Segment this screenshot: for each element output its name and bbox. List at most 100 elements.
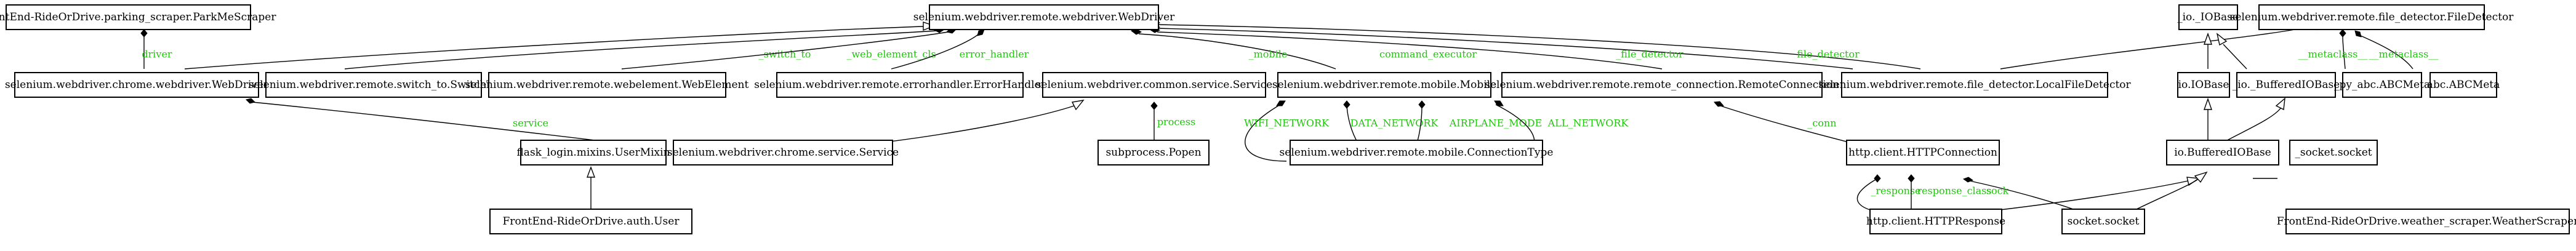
class-node-socket-socket[interactable]: socket.socket [2061, 209, 2145, 234]
edge-local-file-detector-inherits [2000, 25, 2315, 70]
class-name: selenium.webdriver.common.service.Servic… [1036, 79, 1272, 91]
edge-file-detector [1157, 24, 1921, 70]
composition-diamond [1908, 174, 1915, 183]
class-name: io.IOBase [2178, 79, 2229, 91]
inheritance-triangle [2204, 97, 2212, 110]
edge-label-airplane-mode: AIRPLANE_MODE [1449, 118, 1543, 129]
edge-label-metaclass-2: __metaclass__ [2369, 49, 2439, 60]
class-name: selenium.webdriver.remote.mobile.Connect… [1280, 146, 1554, 159]
inheritance-triangle [586, 166, 596, 178]
class-node-usermixin[interactable]: flask_login.mixins.UserMixin [516, 140, 670, 165]
class-name: io.BufferedIOBase [2174, 146, 2271, 159]
edges: driver _switch_to _web_element_cls error… [140, 18, 2439, 215]
class-name: selenium.webdriver.remote.webelement.Web… [465, 79, 749, 91]
class-node-parkme-scraper[interactable]: FrontEnd-RideOrDrive.parking_scraper.Par… [0, 4, 276, 30]
composition-diamond [1343, 100, 1350, 109]
inheritance-triangle [2216, 33, 2228, 46]
edge-label-sock: sock [1986, 185, 2009, 197]
class-node-errorhandler[interactable]: selenium.webdriver.remote.errorhandler.E… [754, 72, 1046, 98]
class-name: selenium.webdriver.remote.remote_connect… [1485, 79, 1839, 91]
class-name: selenium.webdriver.remote.switch_to.Swit… [248, 79, 499, 91]
edge-label-response-class: response_class [1917, 185, 1991, 197]
class-node-local-file-detector[interactable]: selenium.webdriver.remote.file_detector.… [1818, 72, 2132, 98]
edge-label-file-detector: file_detector [1797, 49, 1860, 60]
edge-chrome-webdriver-inherits-webdriver [184, 26, 924, 70]
class-node-popen[interactable]: subprocess.Popen [1097, 140, 1210, 165]
edge-switch-to [344, 30, 937, 70]
class-name: http.client.HTTPConnection [1848, 146, 1997, 159]
class-node-mobile[interactable]: selenium.webdriver.remote.mobile.Mobile [1272, 72, 1496, 98]
edge-bufferediobase-private-inherits [2223, 44, 2247, 70]
class-name: http.client.HTTPResponse [1866, 215, 2005, 228]
class-name: flask_login.mixins.UserMixin [516, 146, 670, 159]
class-node-bufferediobase-private[interactable]: _io._BufferedIOBase [2233, 72, 2340, 98]
class-name: selenium.webdriver.remote.errorhandler.E… [754, 79, 1046, 91]
edge-label-mobile: _mobile [1249, 49, 1288, 60]
class-node-io-iobase[interactable]: io.IOBase [2177, 72, 2230, 98]
edge-error-handler [891, 33, 979, 70]
edge-metaclass-1 [2342, 36, 2346, 70]
class-node-connectiontype[interactable]: selenium.webdriver.remote.mobile.Connect… [1280, 140, 1554, 165]
composition-diamond [1714, 101, 1724, 107]
edge-label-file-detector-private: _file_detector [1616, 49, 1683, 60]
composition-diamond [1874, 174, 1881, 183]
class-node-weather-scraper[interactable]: FrontEnd-RideOrDrive.weather_scraper.Wea… [2277, 209, 2576, 234]
edge-label-process: process [1157, 116, 1195, 128]
composition-diamond [1150, 102, 1158, 110]
class-name: selenium.webdriver.chrome.service.Servic… [667, 146, 899, 159]
edge-label-data-network: DATA_NETWORK [1350, 118, 1439, 129]
class-node-chrome-webdriver[interactable]: selenium.webdriver.chrome.webdriver.WebD… [5, 72, 269, 98]
edge-conn [1720, 105, 1866, 147]
class-name: FrontEnd-RideOrDrive.weather_scraper.Wea… [2277, 215, 2576, 228]
class-name: FrontEnd-RideOrDrive.parking_scraper.Par… [0, 11, 276, 23]
class-node-io-bufferediobase[interactable]: io.BufferedIOBase [2166, 140, 2279, 165]
class-name: selenium.webdriver.remote.webdriver.WebD… [913, 11, 1175, 23]
class-name: subprocess.Popen [1105, 146, 1201, 159]
class-node-iobase-private[interactable]: _io._IOBase [2177, 4, 2239, 30]
edge-label-command-executor: command_executor [1379, 49, 1477, 60]
class-node-auth-user[interactable]: FrontEnd-RideOrDrive.auth.User [489, 209, 692, 234]
class-name: selenium.webdriver.remote.file_detector.… [2230, 11, 2514, 23]
class-name: _io._IOBase [2177, 11, 2239, 23]
edge-label-response: _response [1871, 185, 1920, 197]
class-node-py-abc-abcmeta[interactable]: _py_abc.ABCMeta [2334, 72, 2430, 98]
edge-label-metaclass-1: __metaclass__ [2298, 49, 2368, 60]
class-name: FrontEnd-RideOrDrive.auth.User [503, 215, 680, 228]
class-node-webdriver[interactable]: selenium.webdriver.remote.webdriver.WebD… [913, 4, 1175, 30]
class-node-socket-private[interactable]: _socket.socket [2289, 140, 2378, 165]
composition-diamond [1276, 100, 1286, 106]
class-node-httpresponse[interactable]: http.client.HTTPResponse [1866, 209, 2005, 234]
class-name: selenium.webdriver.chrome.webdriver.WebD… [5, 79, 269, 91]
class-node-common-service[interactable]: selenium.webdriver.common.service.Servic… [1036, 72, 1272, 98]
composition-diamond [140, 29, 148, 38]
class-name: _py_abc.ABCMeta [2334, 79, 2430, 91]
class-node-abc-abcmeta[interactable]: abc.ABCMeta [2427, 72, 2500, 98]
class-node-httpconnection[interactable]: http.client.HTTPConnection [1846, 140, 2000, 165]
inheritance-triangle [2204, 32, 2212, 45]
composition-diamond [1962, 177, 1974, 183]
class-name: abc.ABCMeta [2427, 79, 2500, 91]
class-name: socket.socket [2068, 215, 2140, 228]
edge-label-web-element-cls: _web_element_cls [846, 49, 936, 60]
edge-label-service: service [513, 118, 548, 129]
edge-web-element-cls [621, 31, 949, 70]
composition-diamond [246, 98, 255, 104]
class-node-switch-to[interactable]: selenium.webdriver.remote.switch_to.Swit… [248, 72, 499, 98]
class-node-webelement[interactable]: selenium.webdriver.remote.webelement.Web… [465, 72, 749, 98]
edge-label-all-network: ALL_NETWORK [1547, 118, 1629, 129]
class-node-remote-connection[interactable]: selenium.webdriver.remote.remote_connect… [1485, 72, 1839, 98]
composition-diamond [1494, 100, 1504, 106]
class-node-file-detector[interactable]: selenium.webdriver.remote.file_detector.… [2230, 4, 2514, 30]
edge-label-error-handler: error_handler [960, 49, 1029, 60]
edge-label-driver: driver [142, 49, 172, 60]
edge-command-executor [1157, 31, 1663, 70]
composition-diamond [1418, 100, 1426, 109]
inheritance-triangle [2275, 97, 2285, 111]
class-node-chrome-service[interactable]: selenium.webdriver.chrome.service.Servic… [667, 140, 899, 165]
edge-label-wifi-network: WIFI_NETWORK [1244, 118, 1330, 129]
edge-wifi-network [1245, 104, 1287, 162]
composition-diamond [2354, 30, 2362, 38]
edge-metaclass-2 [2360, 35, 2413, 70]
composition-diamond [2339, 29, 2346, 38]
